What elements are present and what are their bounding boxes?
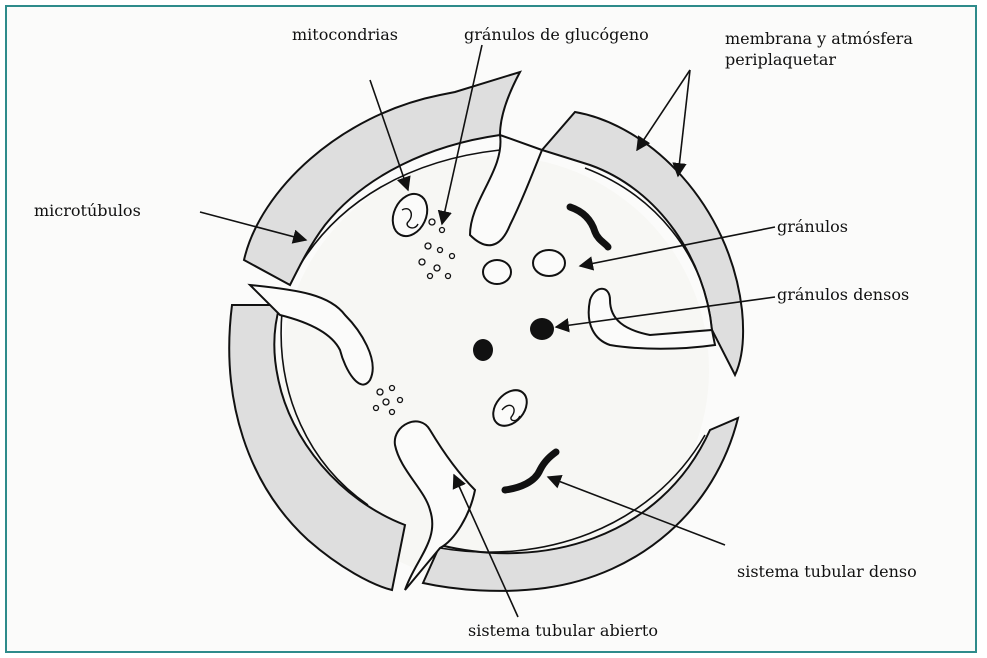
- label-membrana-line1: membrana y atmósfera: [725, 29, 913, 48]
- label-microtubulos: microtúbulos: [34, 201, 141, 220]
- dense-granule-1: [530, 318, 554, 340]
- label-granulos: gránulos: [777, 217, 848, 236]
- label-granulos-glucogeno: gránulos de glucógeno: [464, 25, 649, 44]
- granule-2: [533, 250, 565, 276]
- granule-1: [483, 260, 511, 284]
- label-sistema-tubular-abierto: sistema tubular abierto: [468, 621, 658, 640]
- label-mitocondrias: mitocondrias: [292, 25, 398, 44]
- label-sistema-tubular-denso: sistema tubular denso: [737, 562, 917, 581]
- label-membrana-line2: periplaquetar: [725, 50, 836, 69]
- label-granulos-densos: gránulos densos: [777, 285, 909, 304]
- dense-granule-2: [473, 339, 493, 361]
